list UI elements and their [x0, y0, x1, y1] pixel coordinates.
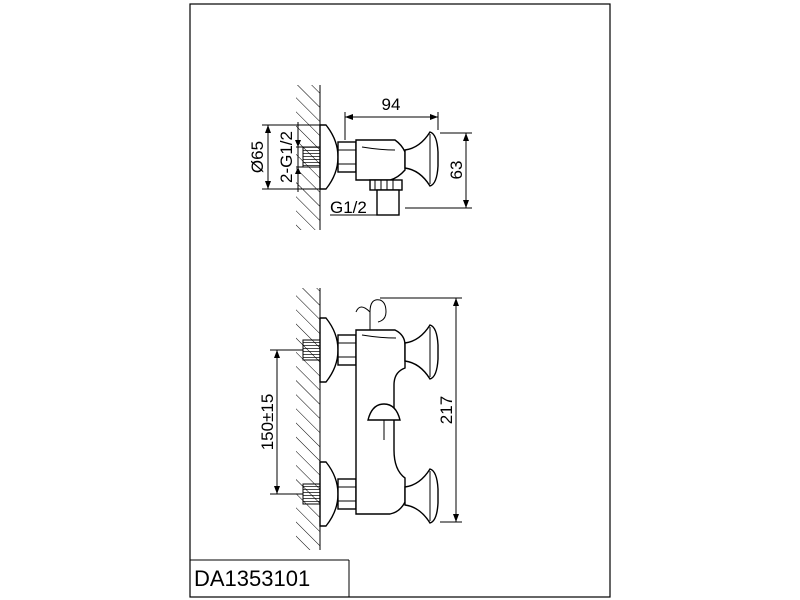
escutcheon-top [319, 124, 339, 190]
shower-hook [355, 299, 387, 330]
thread-outlet-label: G1/2 [330, 198, 367, 217]
thread-inlet-label: 2-G1/2 [277, 131, 296, 183]
dim-94: 94 [382, 95, 401, 114]
diverter-knob [367, 403, 401, 421]
front-view: 217 150±15 [258, 288, 462, 550]
title-block: DA1353101 [190, 559, 350, 597]
inlet-block-top [302, 146, 321, 168]
dim-diameter-65: Ø65 [248, 141, 267, 173]
drawing-frame [189, 3, 611, 598]
wall-hatch-front [296, 288, 320, 550]
dim-217: 217 [437, 396, 456, 424]
dim-150: 150±15 [258, 394, 277, 451]
product-code: DA1353101 [194, 566, 310, 591]
top-view: 94 63 Ø65 2-G1/2 G1/2 [248, 85, 472, 230]
lever-handle-top [404, 131, 439, 187]
mixer-body [355, 329, 406, 515]
dim-63: 63 [447, 161, 466, 180]
